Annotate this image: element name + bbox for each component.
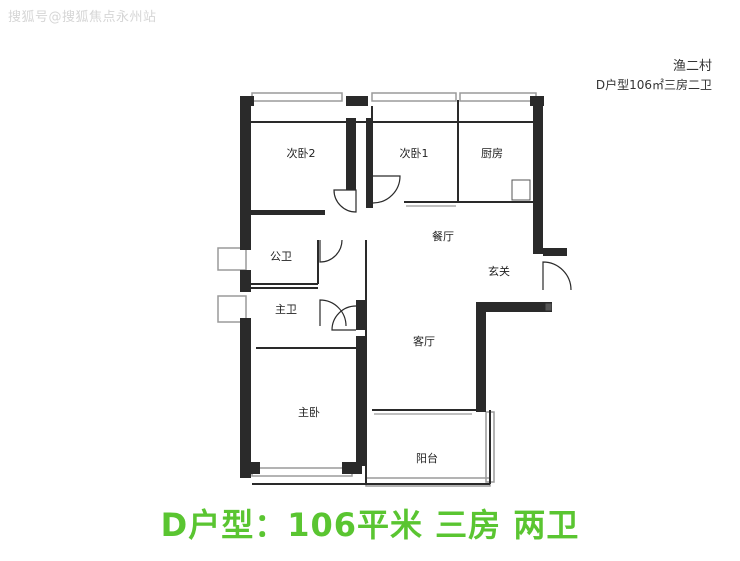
wall-bed2-bottom (251, 210, 325, 215)
room-label-master-bedroom: 主卧 (298, 406, 320, 419)
bottom-window-master (251, 467, 353, 477)
kitchen-appliance (511, 179, 531, 201)
wall-left-bottom (240, 318, 251, 478)
wall-left-mid (240, 270, 251, 292)
door-bedroom1 (372, 175, 401, 204)
room-label-kitchen: 厨房 (481, 147, 503, 160)
entrance-post (545, 303, 552, 311)
walls (240, 96, 567, 478)
village-name: 渔二村 (672, 59, 712, 74)
room-label-bedroom2: 次卧2 (286, 147, 316, 160)
wall-right-lower (476, 302, 552, 312)
wall-right-lower-v (476, 302, 486, 412)
wall-top-b (346, 96, 368, 106)
unit-caption: D户型：106平米 三房 两卫 (160, 506, 580, 544)
master-bath-window (217, 295, 247, 323)
glazing (374, 205, 472, 415)
top-window-left (251, 92, 343, 102)
door-master-bedroom (331, 305, 357, 331)
fixtures (511, 179, 552, 311)
top-window-right (459, 92, 537, 102)
wall-right-entrance (543, 248, 567, 256)
partitions (251, 100, 536, 485)
room-label-public-bath: 公卫 (270, 250, 292, 263)
wall-top-a (240, 96, 254, 106)
door-bedroom2 (333, 189, 357, 213)
unit-type-description: D户型106㎡三房二卫 (595, 78, 712, 92)
wall-right (533, 96, 543, 254)
public-bath-window (217, 247, 247, 271)
room-label-master-bath: 主卫 (275, 303, 297, 316)
door-master-bath (319, 299, 347, 327)
watermark: 搜狐号@搜狐焦点永州站 (8, 10, 157, 25)
wall-left-top (240, 96, 251, 250)
wall-bed2-right (346, 118, 356, 190)
doors (319, 175, 572, 331)
plan-header: 渔二村 D户型106㎡三房二卫 (596, 58, 712, 94)
top-window-mid (371, 92, 457, 102)
wall-master-right2 (356, 336, 366, 466)
wall-master-right (356, 300, 366, 330)
wall-bottom-master (240, 462, 260, 474)
room-label-dining: 餐厅 (432, 230, 454, 243)
door-entrance (542, 261, 572, 291)
wall-bed1-left (366, 118, 373, 208)
room-label-balcony: 阳台 (416, 452, 438, 465)
room-label-living: 客厅 (413, 335, 435, 348)
room-label-entrance: 玄关 (488, 265, 510, 278)
room-label-bedroom1: 次卧1 (399, 147, 429, 160)
door-public-bath (319, 239, 343, 263)
wall-bottom-master2 (342, 462, 362, 474)
